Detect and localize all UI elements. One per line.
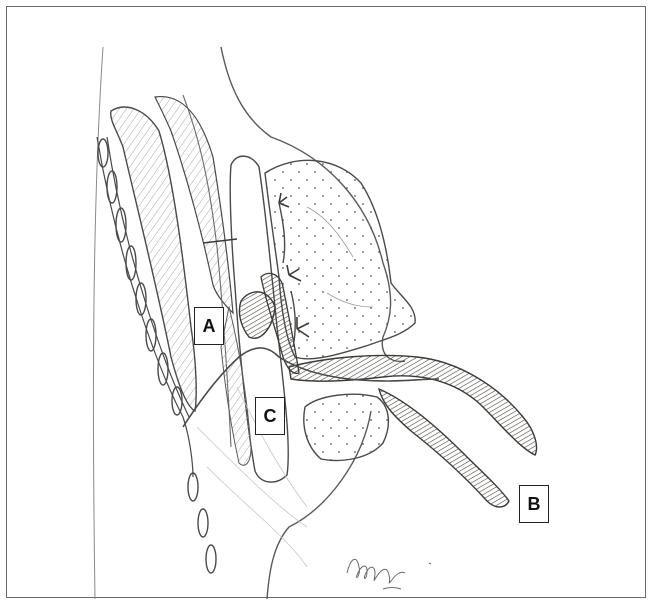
label-b-box: B xyxy=(519,485,549,523)
artist-signature xyxy=(347,559,431,589)
label-a-box: A xyxy=(194,307,224,345)
figure-frame: A C B xyxy=(6,6,646,598)
neck-skin-line xyxy=(93,47,103,599)
lower-stippled-gland xyxy=(304,394,389,460)
anatomical-drawing xyxy=(7,7,647,599)
label-c-box: C xyxy=(255,397,285,435)
